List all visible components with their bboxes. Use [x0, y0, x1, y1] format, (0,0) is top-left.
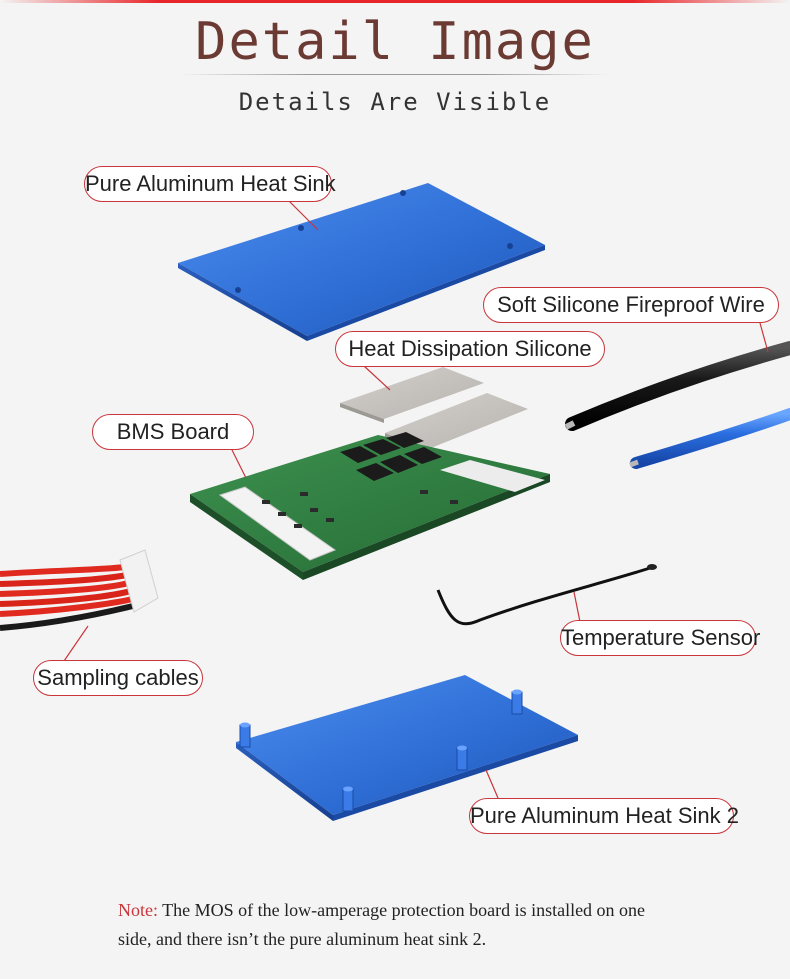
bms-board [190, 432, 550, 580]
label-temperature-sensor: Temperature Sensor [560, 620, 760, 656]
silicone-wires [564, 341, 790, 469]
page-subtitle: Details Are Visible [238, 88, 552, 116]
heat-sink-bottom [236, 675, 578, 821]
title-divider [180, 74, 610, 75]
label-sampling-cables: Sampling cables [33, 660, 203, 696]
page-title: Detail Image [195, 12, 595, 72]
label-bms-board: BMS Board [92, 414, 254, 450]
sampling-cables [0, 549, 159, 631]
note-text: Note: The MOS of the low-amperage protec… [118, 896, 678, 954]
leader-lines [63, 199, 769, 799]
label-heat-sink-bottom: Pure Aluminum Heat Sink 2 [469, 798, 739, 834]
temperature-sensor [436, 564, 657, 626]
label-heat-sink-top: Pure Aluminum Heat Sink [84, 166, 336, 202]
heat-sink-top [178, 183, 545, 341]
top-accent-line [0, 0, 790, 3]
label-heat-dissipation-silicone: Heat Dissipation Silicone [335, 331, 605, 367]
label-silicone-wire: Soft Silicone Fireproof Wire [483, 287, 779, 323]
note-key: Note: [118, 900, 158, 920]
note-body: The MOS of the low-amperage protection b… [118, 900, 646, 949]
